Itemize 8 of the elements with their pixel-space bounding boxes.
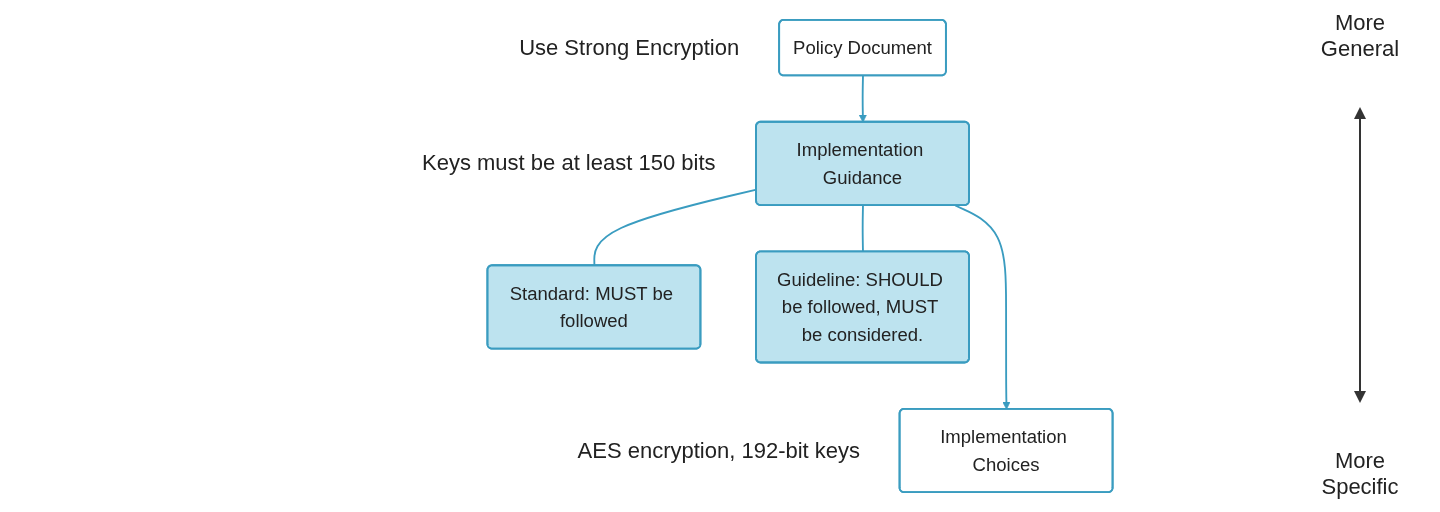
level-example-text: AES encryption, 192-bit keys — [577, 437, 861, 464]
level-example-text: Use Strong Encryption — [519, 34, 740, 61]
arrow — [954, 204, 1011, 410]
arrow — [858, 74, 867, 123]
level-example-text: Keys must be at least 150 bits — [422, 150, 716, 177]
axis-label: More Specific — [1320, 448, 1400, 500]
axis-label: More General — [1319, 10, 1401, 62]
connector — [861, 204, 864, 253]
